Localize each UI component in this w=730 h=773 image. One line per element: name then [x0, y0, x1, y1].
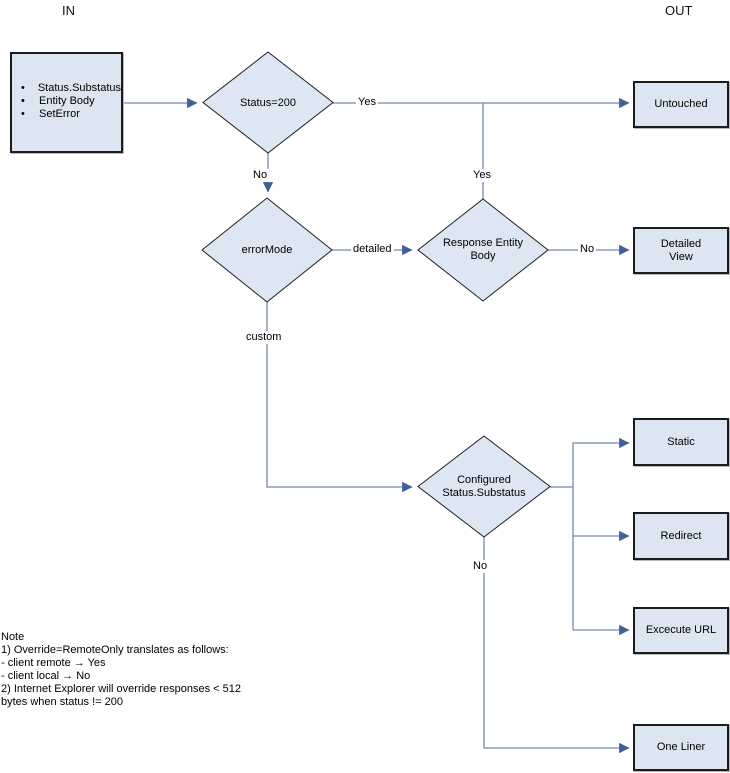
list-item: • SetError — [12, 108, 121, 121]
output-static: Static — [633, 418, 729, 466]
footnote: Note 1) Override=RemoteOnly translates a… — [1, 631, 241, 708]
decision-status200-label: Status=200 — [240, 97, 296, 109]
decision-configured-status-substatus-label: Configured Status.Substatus — [442, 474, 526, 499]
edge-label-errormode-detailed: detailed — [351, 243, 394, 256]
edge-label-configured-no: No — [471, 560, 490, 573]
bullet-icon: • — [21, 108, 25, 120]
output-one-liner: One Liner — [633, 724, 729, 771]
edge-label-errormode-custom: custom — [244, 331, 284, 344]
bullet-icon: • — [21, 95, 25, 107]
decision-errormode-label: errorMode — [241, 244, 293, 256]
edge-label-reb-yes: Yes — [471, 169, 493, 182]
edge-label-status200-no: No — [251, 169, 270, 182]
decision-response-entity-body-shape — [417, 198, 549, 302]
lane-label-out: OUT — [665, 3, 693, 18]
input-item-label: Status.Substatus — [37, 82, 121, 94]
edge-label-reb-no: No — [578, 243, 597, 256]
decision-configured-status-substatus-shape — [417, 435, 551, 538]
edge-configured-no-to-one-liner — [483, 537, 630, 754]
input-item-label: SetError — [39, 108, 80, 120]
edge-errormode-custom-to-configured — [266, 302, 413, 493]
list-item: • Entity Body — [12, 95, 121, 108]
input-node: • Status.Substatus • Entity Body • SetEr… — [10, 52, 123, 153]
decision-status200-shape — [202, 51, 334, 154]
lane-label-in: IN — [62, 3, 75, 18]
output-redirect: Redirect — [633, 512, 729, 560]
input-item-label: Entity Body — [39, 95, 95, 107]
edge-spine-to-static — [572, 437, 630, 630]
output-detailed-view: Detailed View — [633, 227, 729, 274]
decision-response-entity-body-label: Response Entity Body — [442, 237, 524, 262]
bullet-icon: • — [21, 82, 25, 94]
edge-label-status200-yes: Yes — [356, 96, 378, 109]
list-item: • Status.Substatus — [12, 82, 121, 95]
output-execute-url: Excecute URL — [633, 607, 729, 654]
decision-errormode-shape — [201, 197, 333, 303]
output-untouched: Untouched — [633, 81, 729, 128]
